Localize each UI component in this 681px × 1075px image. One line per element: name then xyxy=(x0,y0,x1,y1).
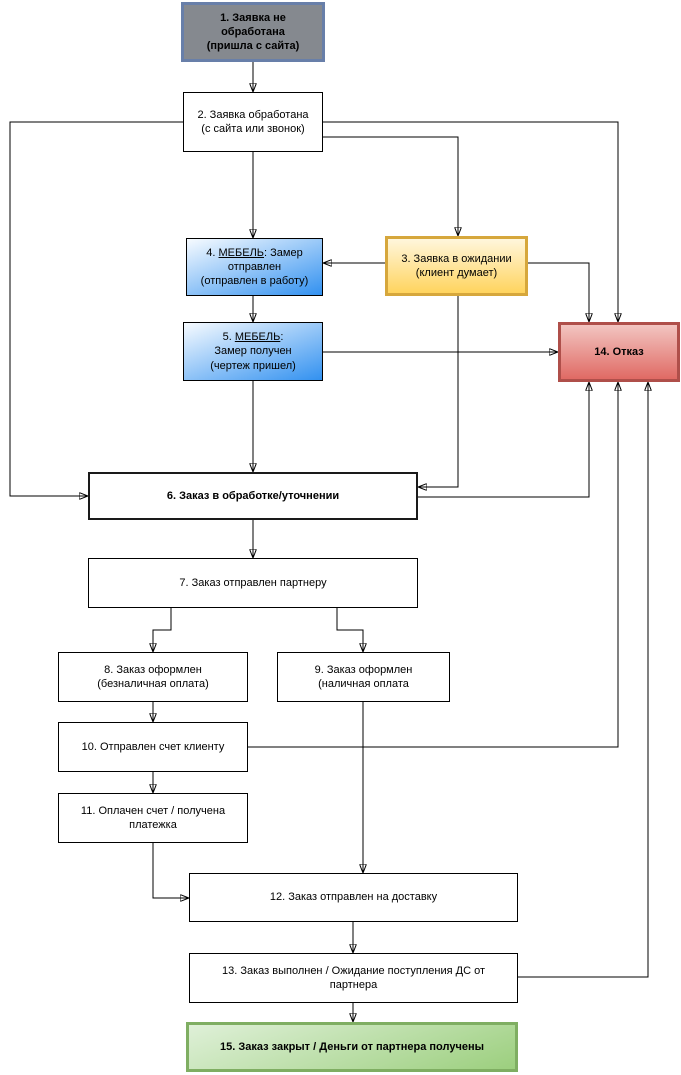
node-14-rejection[interactable]: 14. Отказ xyxy=(558,322,680,382)
edge-10-14 xyxy=(248,383,618,748)
node-13-order-completed-awaiting-funds[interactable]: 13. Заказ выполнен / Ожидание поступлени… xyxy=(189,953,518,1003)
node-label: 5. МЕБЕЛЬ: Замер получен (чертеж пришел) xyxy=(210,331,296,372)
edge-3-6 xyxy=(419,296,459,487)
edge-2-3 xyxy=(323,136,458,235)
edge-3-14 xyxy=(528,262,589,321)
node-label: 8. Заказ оформлен (безналичная оплата) xyxy=(97,663,209,690)
node-6-order-processing[interactable]: 6. Заказ в обработке/уточнении xyxy=(88,472,418,520)
edge-13-14 xyxy=(518,383,648,978)
node-4-furniture-measure-sent[interactable]: 4. МЕБЕЛЬ: Замер отправлен (отправлен в … xyxy=(186,238,323,296)
node-5-furniture-measure-received[interactable]: 5. МЕБЕЛЬ: Замер получен (чертеж пришел) xyxy=(183,322,323,381)
node-label: 6. Заказ в обработке/уточнении xyxy=(166,489,340,502)
edge-2-6 xyxy=(9,121,183,496)
node-label: 7. Заказ отправлен партнеру xyxy=(179,576,327,589)
node-label: 14. Отказ xyxy=(594,345,644,358)
edge-2-14 xyxy=(323,121,618,321)
node-15-order-closed-money-received[interactable]: 15. Заказ закрыт / Деньги от партнера по… xyxy=(186,1022,518,1072)
node-label: 3. Заявка в ожидании (клиент думает) xyxy=(401,252,512,279)
node-label: 11. Оплачен счет / получена платежка xyxy=(80,804,226,831)
node-label: 4. МЕБЕЛЬ: Замер отправлен (отправлен в … xyxy=(200,246,309,288)
node-label: 1. Заявка не обработана (пришла с сайта) xyxy=(206,11,300,53)
node-label: 9. Заказ оформлен (наличная оплата xyxy=(314,663,413,690)
node-1-request-not-processed[interactable]: 1. Заявка не обработана (пришла с сайта) xyxy=(181,2,325,62)
node-label: 12. Заказ отправлен на доставку xyxy=(269,891,438,904)
node-3-request-waiting[interactable]: 3. Заявка в ожидании (клиент думает) xyxy=(385,236,528,296)
node-label: 10. Отправлен счет клиенту xyxy=(81,740,225,753)
node-8-order-placed-cashless[interactable]: 8. Заказ оформлен (безналичная оплата) xyxy=(58,652,248,702)
edge-7-8 xyxy=(153,608,172,651)
node-12-order-shipped[interactable]: 12. Заказ отправлен на доставку xyxy=(189,873,518,922)
node-2-request-processed[interactable]: 2. Заявка обработана (с сайта или звонок… xyxy=(183,92,323,152)
node-label: 2. Заявка обработана (с сайта или звонок… xyxy=(197,108,309,135)
edge-7-9 xyxy=(336,608,363,651)
node-11-invoice-paid[interactable]: 11. Оплачен счет / получена платежка xyxy=(58,793,248,843)
edge-6-14 xyxy=(418,383,589,498)
node-10-invoice-sent[interactable]: 10. Отправлен счет клиенту xyxy=(58,722,248,772)
node-label: 13. Заказ выполнен / Ожидание поступлени… xyxy=(221,964,485,991)
node-label: 15. Заказ закрыт / Деньги от партнера по… xyxy=(219,1040,484,1053)
edge-11-12 xyxy=(152,843,188,898)
node-7-order-sent-to-partner[interactable]: 7. Заказ отправлен партнеру xyxy=(88,558,418,608)
node-9-order-placed-cash[interactable]: 9. Заказ оформлен (наличная оплата xyxy=(277,652,450,702)
